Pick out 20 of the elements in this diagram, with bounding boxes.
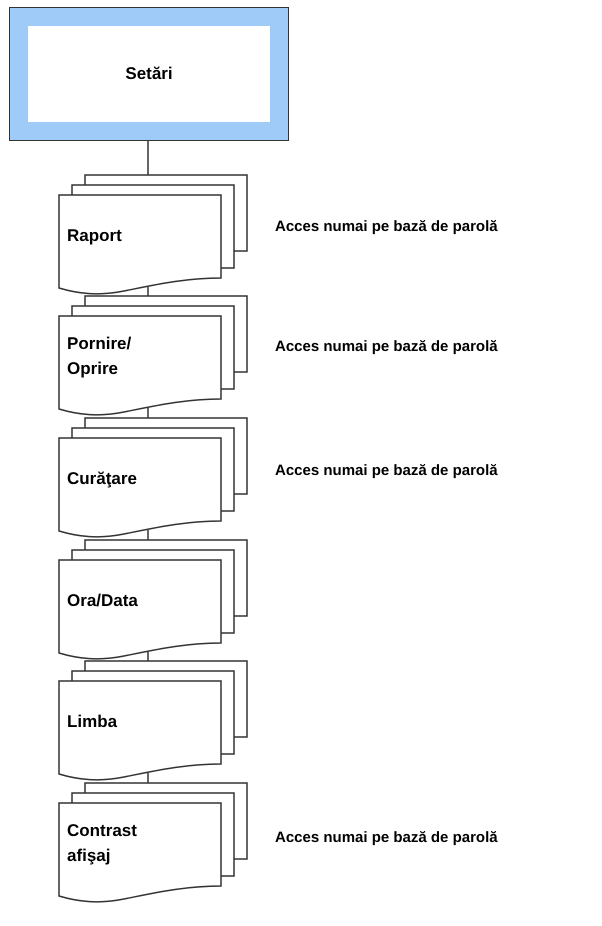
connector-line xyxy=(147,773,149,783)
connector-line xyxy=(147,652,149,661)
connector-line xyxy=(147,530,149,540)
access-note: Acces numai pe bază de parolă xyxy=(275,218,498,235)
node-label: Raport xyxy=(67,224,123,247)
node-label: Setări xyxy=(125,64,173,84)
node-label: Contrast afişaj xyxy=(67,820,138,867)
access-note: Acces numai pe bază de parolă xyxy=(275,462,498,479)
node-label: Ora/Data xyxy=(67,590,139,612)
access-note: Acces numai pe bază de parolă xyxy=(275,338,498,355)
connector-line xyxy=(147,408,149,418)
access-note: Acces numai pe bază de parolă xyxy=(275,829,498,846)
node-label: Limba xyxy=(67,710,118,733)
connector-line xyxy=(147,287,149,296)
multi-document-shape xyxy=(59,661,247,781)
node-label: Curăţare xyxy=(67,468,138,490)
multi-document-shape xyxy=(59,540,247,660)
header-box xyxy=(10,8,288,140)
node-label: Pornire/ Oprire xyxy=(67,333,132,380)
connector-line xyxy=(147,140,149,175)
